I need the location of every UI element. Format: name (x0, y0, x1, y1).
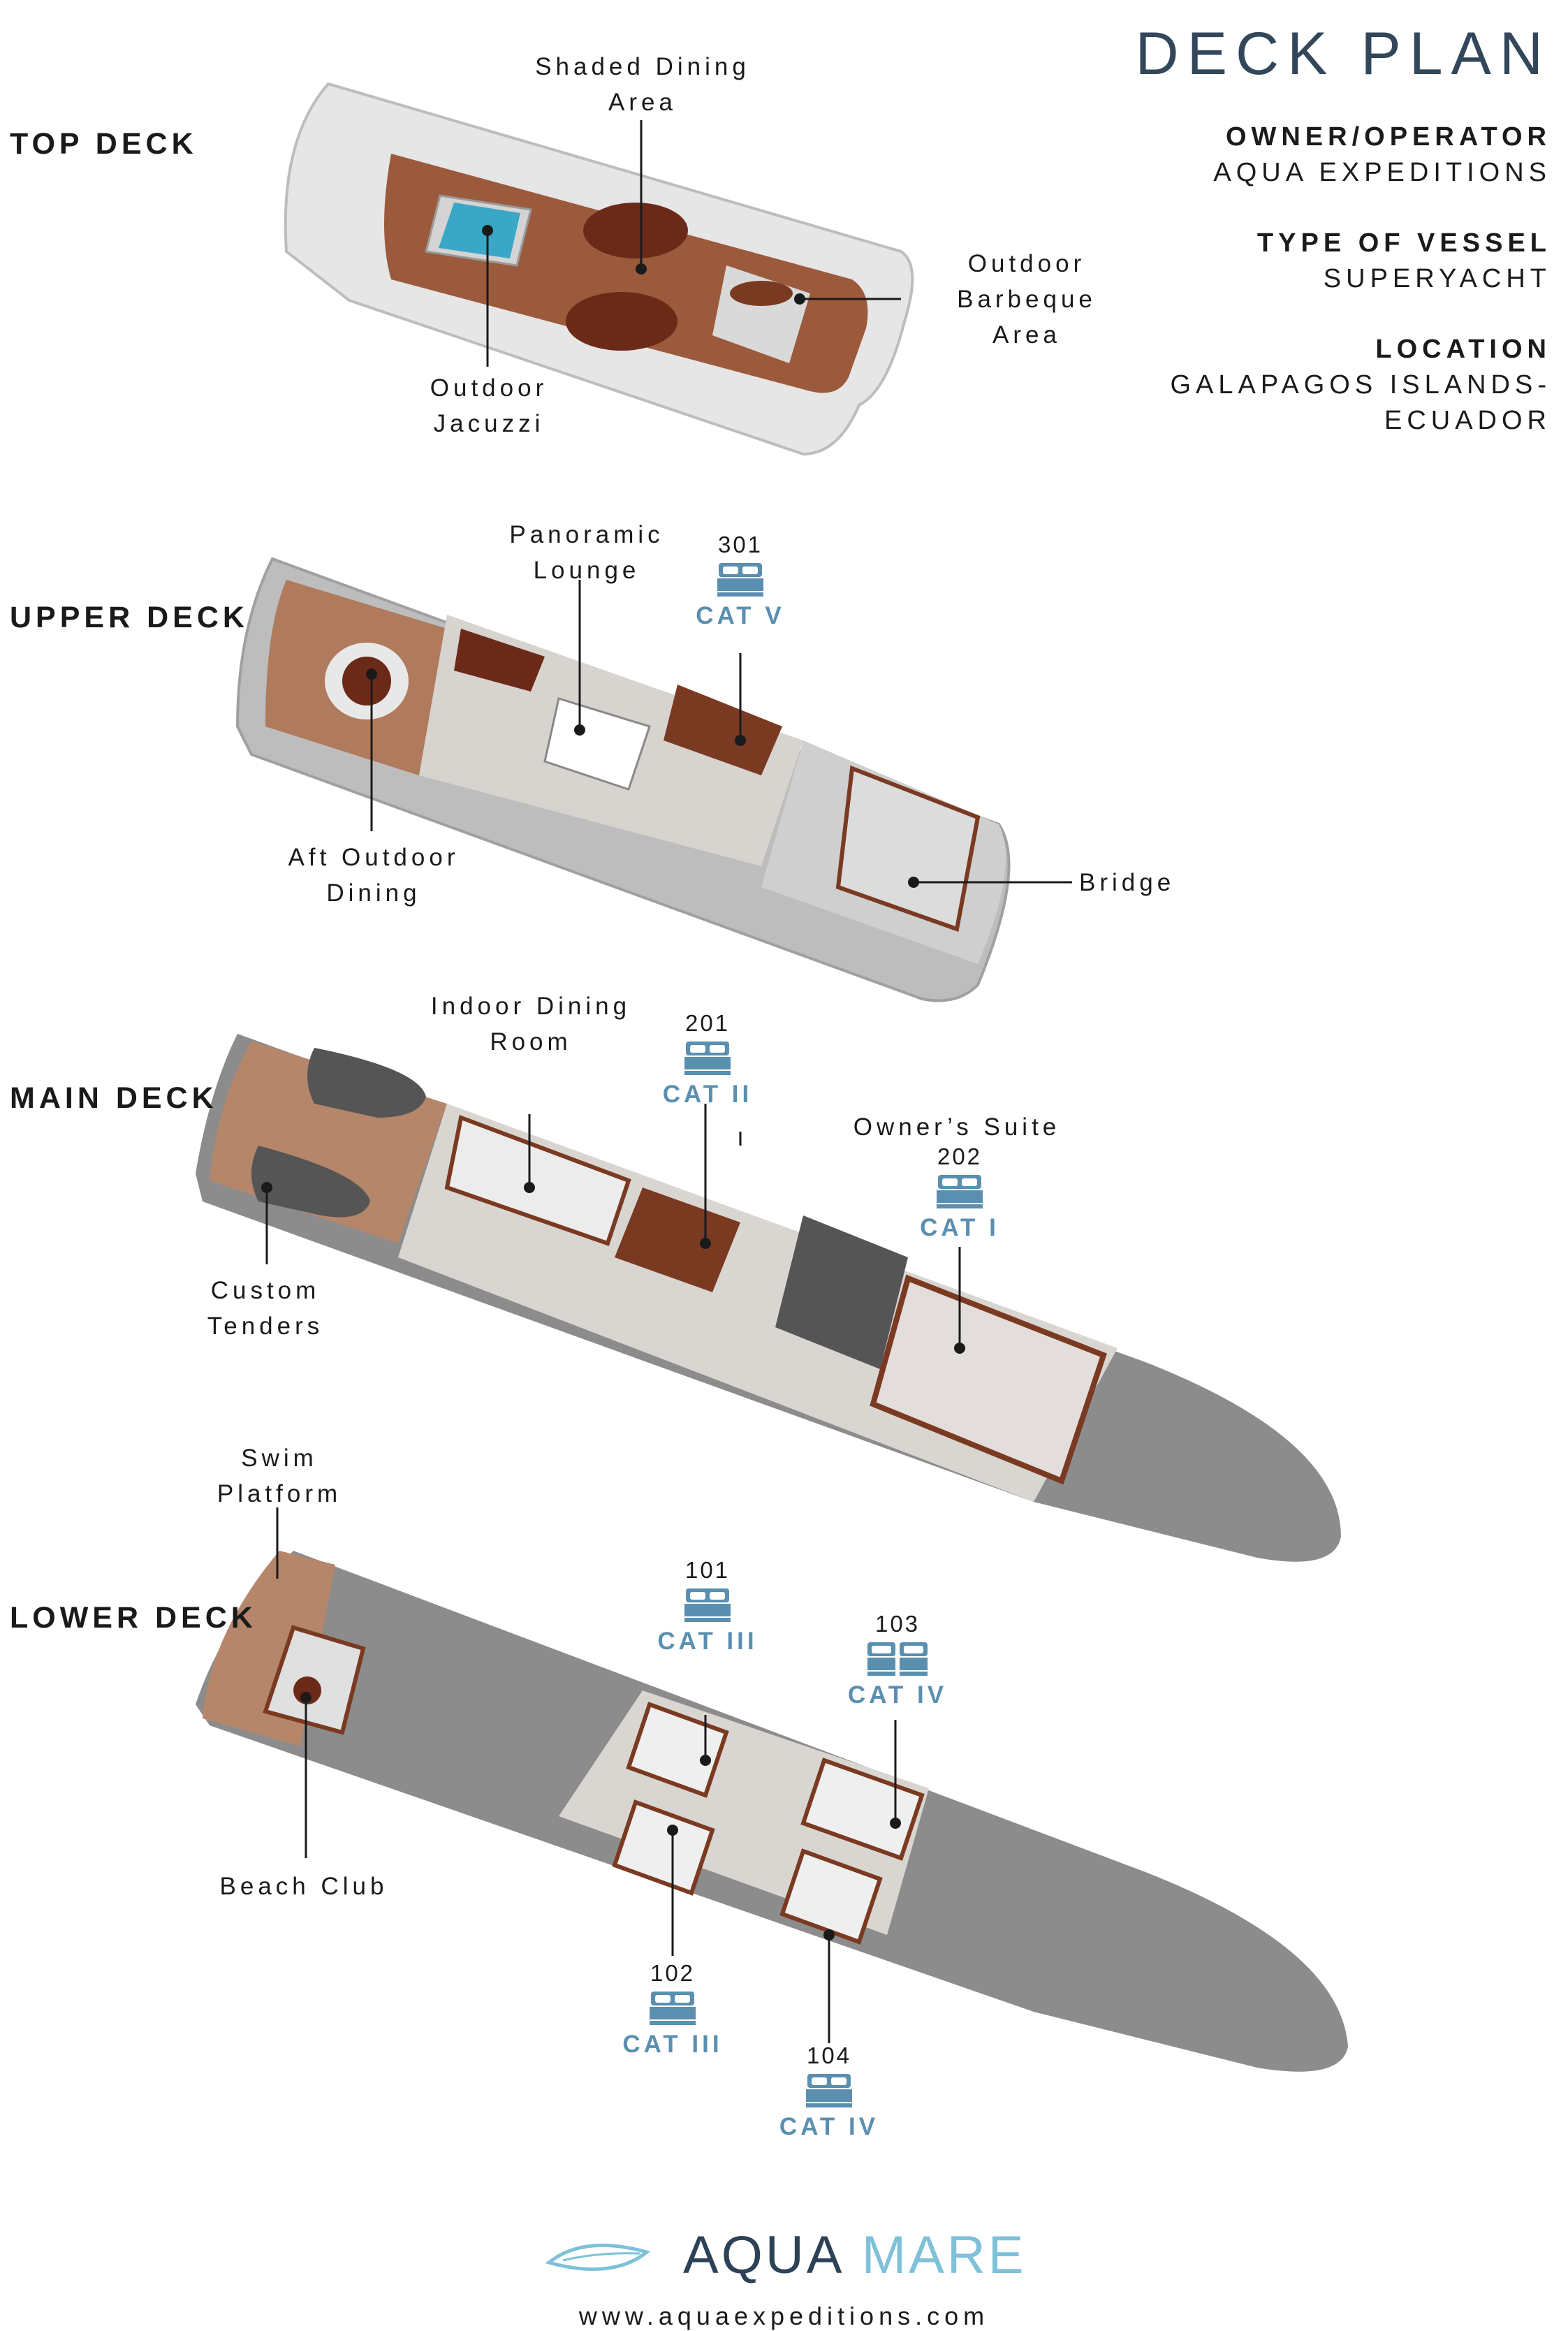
twin-bed-icon (867, 1642, 928, 1676)
info-location: LOCATION GALAPAGOS ISLANDS- ECUADOR (1170, 331, 1551, 439)
info-location-line1: GALAPAGOS ISLANDS- (1170, 370, 1551, 400)
label-line: Panoramic (509, 521, 664, 548)
label-shaded-dining: Shaded Dining Area (517, 49, 768, 120)
deck-name-top: TOP DECK (10, 127, 198, 161)
label-line: Outdoor (967, 250, 1086, 277)
cabin-number: 101 (684, 1557, 731, 1583)
cabin-number: 301 (717, 532, 763, 557)
label-line: Aft Outdoor (288, 844, 460, 871)
cabin-number: 201 (684, 1010, 731, 1036)
label-beach-club: Beach Club (203, 1869, 405, 1904)
cabin-category: CAT IV (847, 1681, 948, 1709)
cabin-category: CAT V (696, 602, 785, 629)
cabin-101: 101 CAT III (638, 1556, 777, 1658)
label-custom-tenders: Custom Tenders (175, 1273, 356, 1344)
info-owner-value: AQUA EXPEDITIONS (1213, 158, 1551, 187)
website-link[interactable]: www.aquaexpeditions.com (578, 2302, 990, 2330)
label-aft-outdoor-dining: Aft Outdoor Dining (265, 840, 482, 911)
cabin-201: 201 CAT II (638, 1009, 777, 1111)
leader-lines (265, 120, 1072, 2043)
label-line: Bridge (1079, 869, 1175, 896)
cabin-category: CAT I (920, 1214, 999, 1241)
label-outdoor-jacuzzi: Outdoor Jacuzzi (391, 370, 587, 441)
deck-name-lower: LOWER DECK (10, 1601, 257, 1635)
deck-name-main: MAIN DECK (10, 1081, 218, 1115)
double-bed-icon (650, 1992, 696, 2025)
cabin-category: CAT II (662, 1081, 753, 1108)
double-bed-icon (684, 1588, 731, 1622)
leader-dots (261, 225, 965, 1941)
cabin-103: 103 CAT IV (828, 1610, 967, 1712)
cabin-104: 104 CAT IV (759, 2042, 899, 2144)
info-owner-key: OWNER/OPERATOR (1225, 122, 1551, 152)
cabin-number: 103 (874, 1611, 921, 1637)
info-location-line2: ECUADOR (1384, 406, 1551, 435)
double-bed-icon (717, 563, 763, 597)
deck-name-upper: UPPER DECK (10, 601, 249, 634)
label-line: Owner’s Suite (853, 1113, 1061, 1141)
cabin-number: 102 (650, 1960, 696, 1986)
main-deck-drawing (196, 1034, 1341, 1562)
label-swim-platform: Swim Platform (189, 1440, 370, 1512)
double-bed-icon (806, 2074, 852, 2107)
label-line: Tenders (207, 1313, 324, 1340)
label-owners-suite: Owner’s Suite (852, 1109, 1062, 1145)
cabin-301: 301 CAT V (671, 531, 810, 633)
label-line: Indoor Dining (430, 993, 631, 1020)
label-panoramic-lounge: Panoramic Lounge (482, 517, 691, 588)
label-line: Custom (210, 1277, 321, 1304)
label-bridge: Bridge (1079, 865, 1205, 900)
page-title: DECK PLAN (1135, 20, 1551, 87)
brand-first-word: AQUA (683, 2226, 845, 2285)
label-indoor-dining: Indoor Dining Room (405, 988, 657, 1060)
top-deck-drawing (284, 82, 914, 456)
upper-deck-drawing (235, 557, 1011, 1002)
info-location-key: LOCATION (1375, 335, 1551, 364)
cabin-102: 102 CAT III (603, 1959, 742, 2061)
cabin-number: 202 (937, 1143, 983, 1169)
info-vessel-type: TYPE OF VESSEL SUPERYACHT (1257, 225, 1551, 297)
cabin-category: CAT III (622, 2031, 723, 2058)
info-vessel-key: TYPE OF VESSEL (1256, 228, 1551, 258)
cabin-202: 202 CAT I (890, 1143, 1030, 1245)
cabin-number: 104 (806, 2043, 852, 2068)
info-owner: OWNER/OPERATOR AQUA EXPEDITIONS (1213, 119, 1551, 191)
leaf-wave-icon (545, 2243, 650, 2271)
cabin-category: CAT IV (779, 2113, 879, 2140)
label-line: Jacuzzi (433, 410, 545, 437)
label-line: Barbeque (957, 286, 1097, 313)
label-line: Lounge (533, 557, 640, 584)
label-line: Room (490, 1028, 572, 1055)
label-line: Swim (241, 1445, 318, 1472)
label-outdoor-barbeque: Outdoor Barbeque Area (929, 246, 1124, 353)
label-line: Platform (217, 1480, 342, 1507)
info-vessel-value: SUPERYACHT (1323, 264, 1551, 293)
double-bed-icon (937, 1175, 983, 1208)
label-line: Area (608, 89, 677, 116)
label-line: Shaded Dining (535, 53, 750, 80)
brand-second-word: MARE (861, 2226, 1027, 2285)
label-line: Dining (326, 879, 421, 907)
label-line: Outdoor (430, 374, 548, 402)
label-line: Area (992, 321, 1061, 349)
double-bed-icon (684, 1042, 731, 1075)
cabin-category: CAT III (657, 1628, 758, 1655)
label-line: Beach Club (219, 1873, 388, 1900)
brand-logo: AQUA MARE (0, 2225, 1568, 2286)
